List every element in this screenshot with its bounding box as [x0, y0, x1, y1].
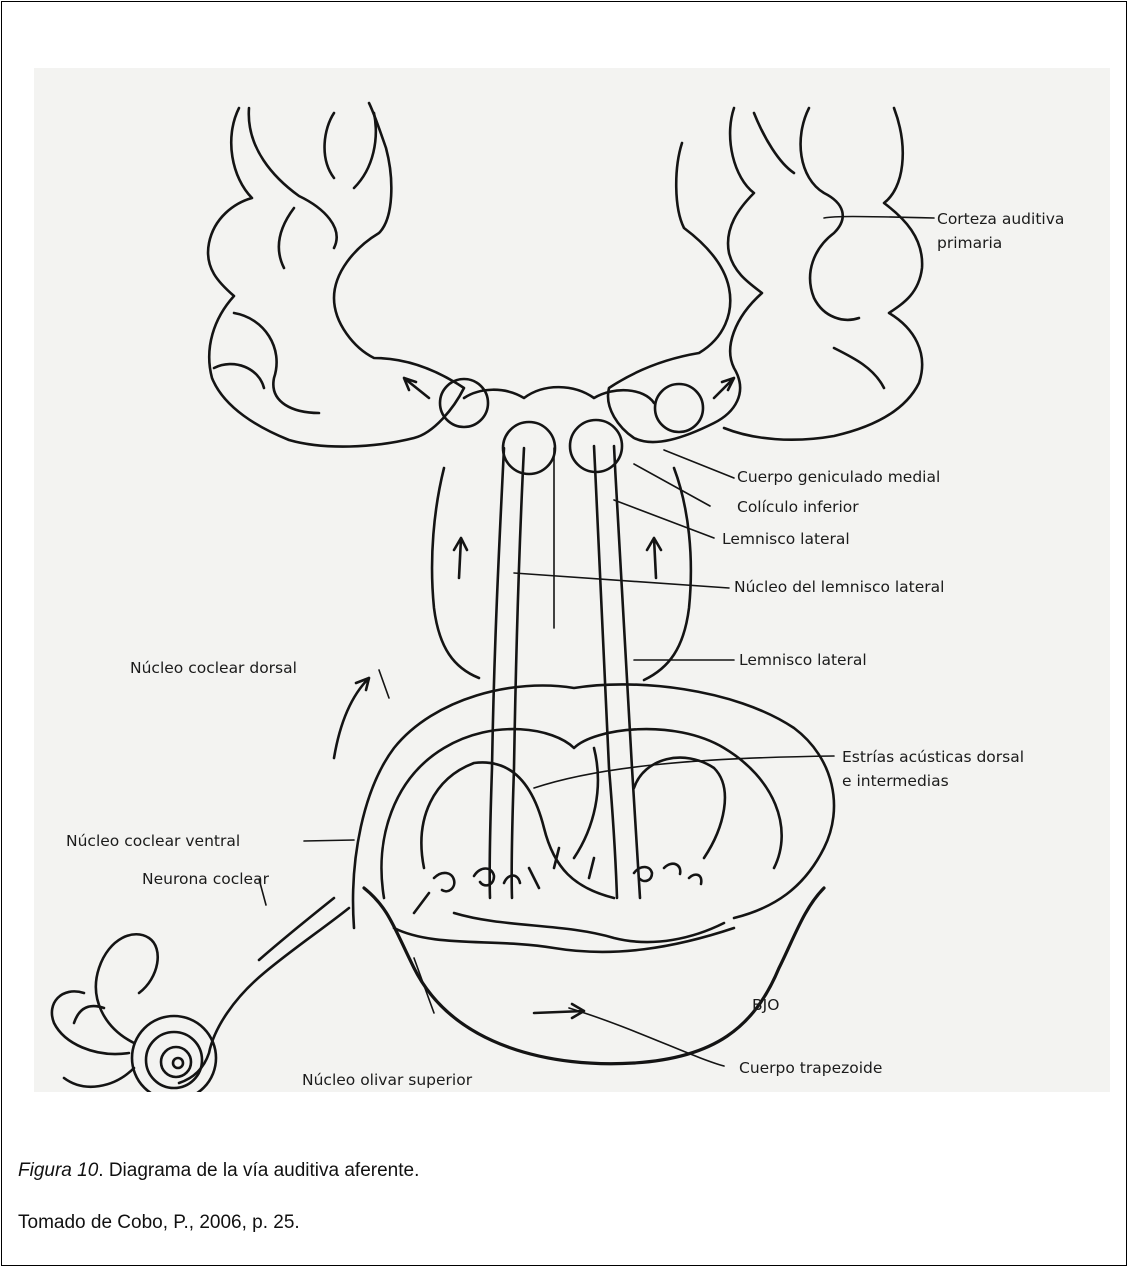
- figure-number: Figura 10: [18, 1160, 98, 1181]
- left-inferior-colliculus: [503, 422, 555, 474]
- label-lemnisco-1: Lemnisco lateral: [722, 530, 850, 548]
- left-geniculate-body: [440, 379, 488, 427]
- label-trapezoide: Cuerpo trapezoide: [739, 1059, 882, 1077]
- right-geniculate-body: [655, 384, 703, 432]
- label-lemnisco-2: Lemnisco lateral: [739, 651, 867, 669]
- figure-labels: Corteza auditiva primaria Cuerpo genicul…: [66, 210, 1064, 1089]
- label-primaria: primaria: [937, 234, 1002, 252]
- figure-caption: Figura 10. Diagrama de la vía auditiva a…: [18, 1160, 419, 1182]
- brainstem-base: [364, 888, 824, 1064]
- label-neurona-coclear: Neurona coclear: [142, 870, 270, 888]
- label-estrias-2: e intermedias: [842, 772, 949, 790]
- label-nucleo-lemnisco: Núcleo del lemnisco lateral: [734, 578, 944, 596]
- cochlea-shape: [52, 934, 216, 1092]
- label-coclear-dorsal: Núcleo coclear dorsal: [130, 659, 297, 677]
- auditory-pathway-drawing: Corteza auditiva primaria Cuerpo genicul…: [34, 68, 1110, 1092]
- auditory-pathway-figure: Corteza auditiva primaria Cuerpo genicul…: [34, 68, 1110, 1092]
- label-geniculado: Cuerpo geniculado medial: [737, 468, 940, 486]
- cochlear-nerve: [179, 908, 349, 1083]
- label-coliculo: Colículo inferior: [737, 498, 859, 516]
- illustrator-mark: BJO: [752, 996, 779, 1014]
- label-corteza: Corteza auditiva: [937, 210, 1064, 228]
- label-coclear-ventral: Núcleo coclear ventral: [66, 832, 240, 850]
- figure-source: Tomado de Cobo, P., 2006, p. 25.: [18, 1212, 300, 1234]
- label-olivar: Núcleo olivar superior: [302, 1071, 473, 1089]
- figure-caption-text: . Diagrama de la vía auditiva aferente.: [98, 1160, 419, 1181]
- label-estrias-1: Estrías acústicas dorsal: [842, 748, 1024, 766]
